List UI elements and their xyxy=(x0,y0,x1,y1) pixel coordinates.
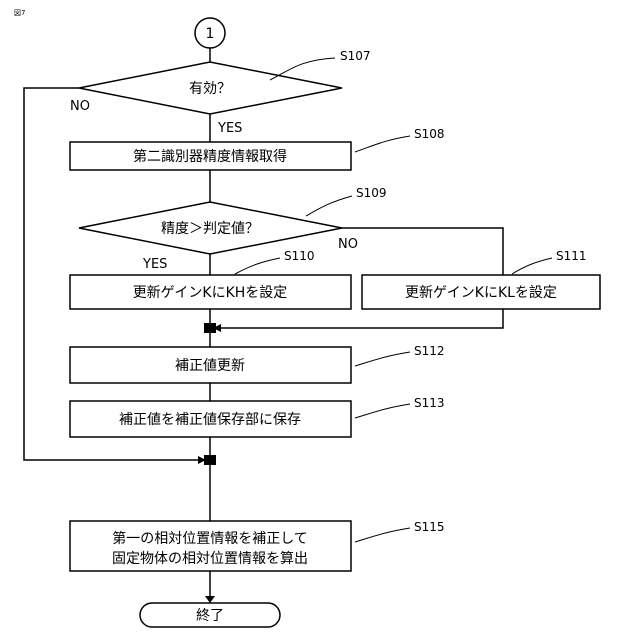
process-s115-line2: 固定物体の相対位置情報を算出 xyxy=(112,551,308,567)
line-s111-merge xyxy=(214,309,503,328)
decision-valid-text: 有効？ xyxy=(189,81,231,97)
leader-s113 xyxy=(355,404,410,418)
process-s112: 補正値更新 xyxy=(70,347,351,383)
process-s115-line1: 第一の相対位置情報を補正して xyxy=(112,530,308,547)
label-precision-no: NO xyxy=(338,237,358,252)
process-s108-text: 第二識別器精度情報取得 xyxy=(133,148,287,165)
leader-s111 xyxy=(512,258,552,274)
arrow-to-end xyxy=(205,596,215,603)
step-label-s112: S112 xyxy=(414,344,445,358)
process-s112-text: 補正値更新 xyxy=(175,358,245,374)
leader-s108 xyxy=(355,136,410,152)
process-s115: 第一の相対位置情報を補正して 固定物体の相対位置情報を算出 xyxy=(70,521,351,571)
connector-label: 1 xyxy=(206,26,215,42)
leader-s109 xyxy=(306,196,352,216)
process-s113-text: 補正値を補正値保存部に保存 xyxy=(119,412,301,428)
merge-point-2 xyxy=(204,455,216,465)
step-label-s107: S107 xyxy=(340,49,371,63)
process-s108: 第二識別器精度情報取得 xyxy=(70,142,351,170)
step-label-s111: S111 xyxy=(556,249,587,263)
step-label-s108: S108 xyxy=(414,127,445,141)
decision-precision-text: 精度＞判定値？ xyxy=(161,221,259,237)
figure-label: 図7 xyxy=(14,9,25,17)
connector-1: 1 xyxy=(195,18,225,48)
leader-s112 xyxy=(355,352,410,366)
merge-point-1 xyxy=(204,323,216,333)
step-label-s115: S115 xyxy=(414,520,445,534)
line-s109-no xyxy=(342,228,503,275)
decision-valid: 有効？ xyxy=(79,62,342,114)
label-precision-yes: YES xyxy=(142,257,167,272)
step-label-s109: S109 xyxy=(356,186,387,200)
process-s111-text: 更新ゲインKにKLを設定 xyxy=(405,285,557,301)
label-valid-no: NO xyxy=(70,99,90,114)
step-label-s113: S113 xyxy=(414,396,445,410)
leader-s110 xyxy=(235,258,280,274)
process-s110: 更新ゲインKにKHを設定 xyxy=(70,275,351,309)
terminal-end: 終了 xyxy=(140,603,280,627)
decision-precision: 精度＞判定値？ xyxy=(79,202,342,254)
process-s110-text: 更新ゲインKにKHを設定 xyxy=(133,285,288,301)
step-label-s110: S110 xyxy=(284,249,315,263)
process-s113: 補正値を補正値保存部に保存 xyxy=(70,401,351,437)
terminal-end-text: 終了 xyxy=(196,608,224,624)
label-valid-yes: YES xyxy=(217,121,242,136)
process-s111: 更新ゲインKにKLを設定 xyxy=(362,275,600,309)
leader-s115 xyxy=(355,528,410,542)
